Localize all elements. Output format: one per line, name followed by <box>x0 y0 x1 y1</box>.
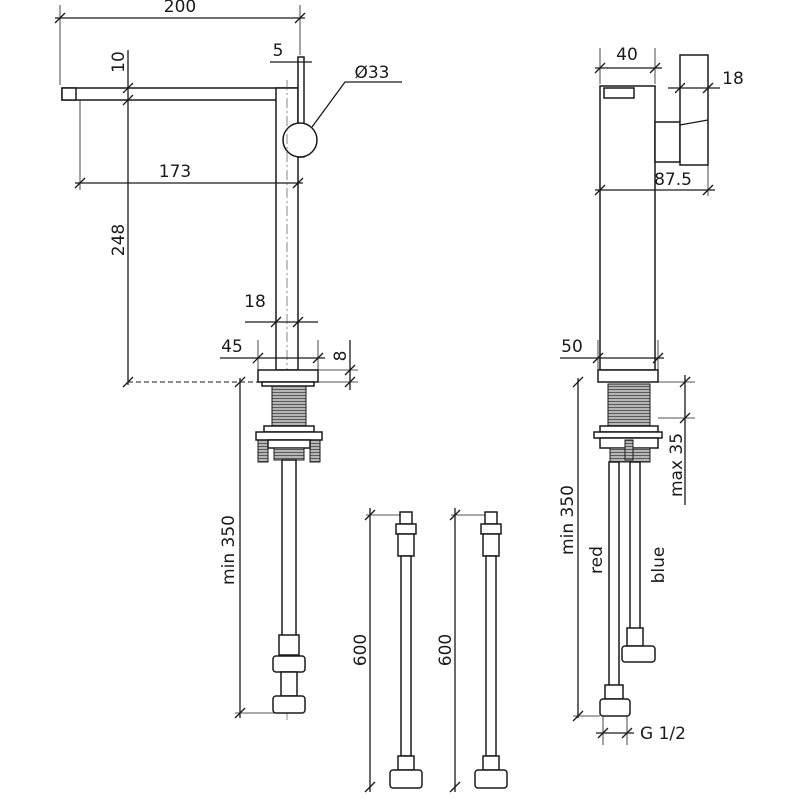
dim-base-height: 8 <box>331 351 351 362</box>
faucet-front-body <box>599 54 709 371</box>
dim-min-length: min 350 <box>219 515 239 585</box>
dim-body-width: 18 <box>244 292 266 312</box>
label-blue: blue <box>649 547 669 584</box>
dim-front-body-width: 40 <box>616 45 638 65</box>
lever-knob <box>282 122 318 158</box>
side-dimensions: 200 10 248 5 Ø33 173 18 45 <box>54 0 402 719</box>
dim-width: 200 <box>164 0 196 17</box>
front-dimensions: 40 18 87.5 50 max 35 min 350 red blue <box>558 45 744 745</box>
dim-lever-diameter: Ø33 <box>354 63 389 83</box>
mounting-base-front <box>593 369 663 717</box>
dim-front-base-diameter: 50 <box>561 337 583 357</box>
hose-1: 600 <box>351 508 423 793</box>
dim-base-diameter: 45 <box>221 337 243 357</box>
dim-lever-width: 5 <box>273 41 284 61</box>
side-view: 200 10 248 5 Ø33 173 18 45 <box>54 0 402 720</box>
hose-2: 600 <box>436 508 508 793</box>
hose-red <box>608 461 620 691</box>
dim-spout-reach: 173 <box>159 162 191 182</box>
dim-height: 248 <box>109 224 129 256</box>
hose-1-length: 600 <box>351 634 371 666</box>
dim-max-thickness: max 35 <box>667 433 687 497</box>
mounting-base-side <box>255 369 323 714</box>
hose-2-length: 600 <box>436 634 456 666</box>
hose-blue <box>629 461 641 633</box>
dim-total-depth: 87.5 <box>654 170 692 190</box>
label-red: red <box>587 546 607 574</box>
dim-spout-height: 10 <box>109 51 129 73</box>
front-view: 40 18 87.5 50 max 35 min 350 red blue <box>558 45 744 745</box>
label-thread-size: G 1/2 <box>640 724 686 744</box>
dim-front-min-length: min 350 <box>558 485 578 555</box>
dim-front-lever-width: 18 <box>722 69 744 89</box>
